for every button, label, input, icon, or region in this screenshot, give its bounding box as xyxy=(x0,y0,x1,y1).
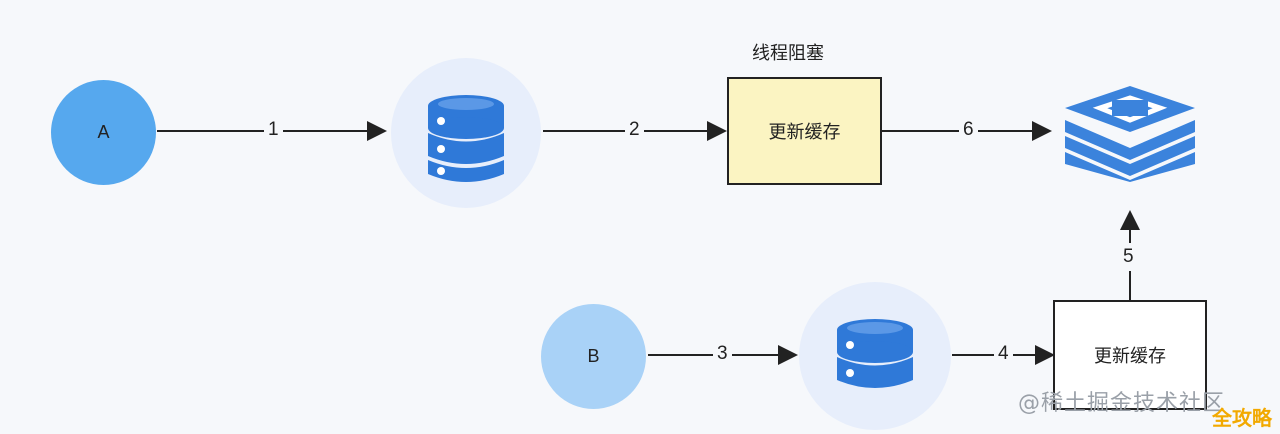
cache-node xyxy=(1060,84,1200,184)
edge-3-label: 3 xyxy=(713,343,732,365)
thread-blocked-caption: 线程阻塞 xyxy=(752,43,824,64)
update-cache-bottom-label: 更新缓存 xyxy=(1094,346,1166,367)
edge-6-label: 6 xyxy=(959,119,978,141)
update-cache-top-label: 更新缓存 xyxy=(768,122,841,143)
edge-4-label: 4 xyxy=(994,343,1013,365)
client-b-label: B xyxy=(587,346,600,366)
redis-stack-icon xyxy=(1065,86,1195,182)
edge-1-label: 1 xyxy=(264,119,283,141)
edge-2-label: 2 xyxy=(625,119,644,141)
database-node-bottom xyxy=(799,282,951,430)
corner-badge-text: 全攻略 xyxy=(1212,406,1272,430)
database-icon xyxy=(837,319,913,388)
update-cache-box-bottom: 更新缓存 xyxy=(1053,300,1207,410)
client-a-node: A xyxy=(51,80,156,185)
watermark-text: @稀土掘金技术社区 xyxy=(1018,391,1226,416)
edge-5-label: 5 xyxy=(1121,243,1136,271)
database-node-top xyxy=(391,58,541,208)
client-b-node: B xyxy=(541,304,646,409)
database-icon xyxy=(428,95,504,182)
update-cache-box-top: 更新缓存 xyxy=(727,77,882,185)
client-a-label: A xyxy=(97,122,110,142)
